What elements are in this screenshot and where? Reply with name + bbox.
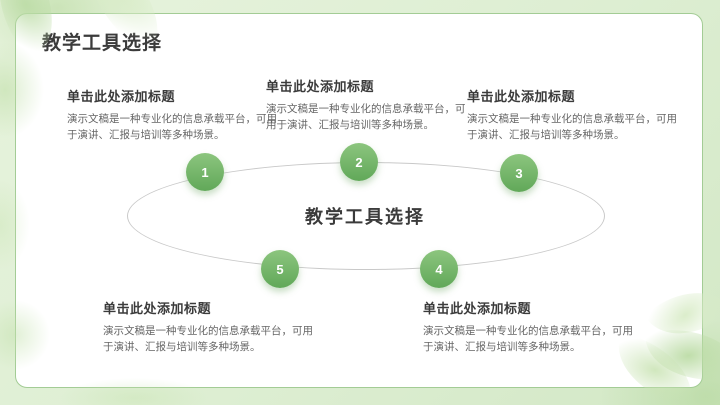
placeholder-title: 单击此处添加标题 — [423, 301, 532, 316]
placeholder-title: 单击此处添加标题 — [467, 89, 576, 104]
placeholder-block-2[interactable]: 单击此处添加标题 演示文稿是一种专业化的信息承载平台，可用于演讲、汇报与培训等多… — [266, 76, 471, 134]
placeholder-body: 演示文稿是一种专业化的信息承载平台，可用于演讲、汇报与培训等多种场景。 — [266, 103, 466, 132]
placeholder-body: 演示文稿是一种专业化的信息承载平台，可用于演讲、汇报与培训等多种场景。 — [467, 113, 677, 142]
placeholder-title: 单击此处添加标题 — [67, 89, 176, 104]
step-node-3[interactable]: 3 — [500, 154, 538, 192]
step-node-5[interactable]: 5 — [261, 250, 299, 288]
diagram-center-label[interactable]: 教学工具选择 — [305, 207, 425, 227]
placeholder-body: 演示文稿是一种专业化的信息承载平台，可用于演讲、汇报与培训等多种场景。 — [103, 325, 313, 354]
step-node-2[interactable]: 2 — [340, 143, 378, 181]
placeholder-body: 演示文稿是一种专业化的信息承载平台，可用于演讲、汇报与培训等多种场景。 — [67, 113, 277, 142]
placeholder-block-1[interactable]: 单击此处添加标题 演示文稿是一种专业化的信息承载平台，可用于演讲、汇报与培训等多… — [67, 86, 287, 144]
placeholder-title: 单击此处添加标题 — [266, 79, 375, 94]
placeholder-title: 单击此处添加标题 — [103, 301, 212, 316]
placeholder-block-4[interactable]: 单击此处添加标题 演示文稿是一种专业化的信息承载平台，可用于演讲、汇报与培训等多… — [423, 298, 643, 356]
step-node-1[interactable]: 1 — [186, 153, 224, 191]
placeholder-block-5[interactable]: 单击此处添加标题 演示文稿是一种专业化的信息承载平台，可用于演讲、汇报与培训等多… — [103, 298, 323, 356]
placeholder-block-3[interactable]: 单击此处添加标题 演示文稿是一种专业化的信息承载平台，可用于演讲、汇报与培训等多… — [467, 86, 687, 144]
step-node-4[interactable]: 4 — [420, 250, 458, 288]
placeholder-body: 演示文稿是一种专业化的信息承载平台，可用于演讲、汇报与培训等多种场景。 — [423, 325, 633, 354]
watercolor-wash — [60, 378, 210, 405]
